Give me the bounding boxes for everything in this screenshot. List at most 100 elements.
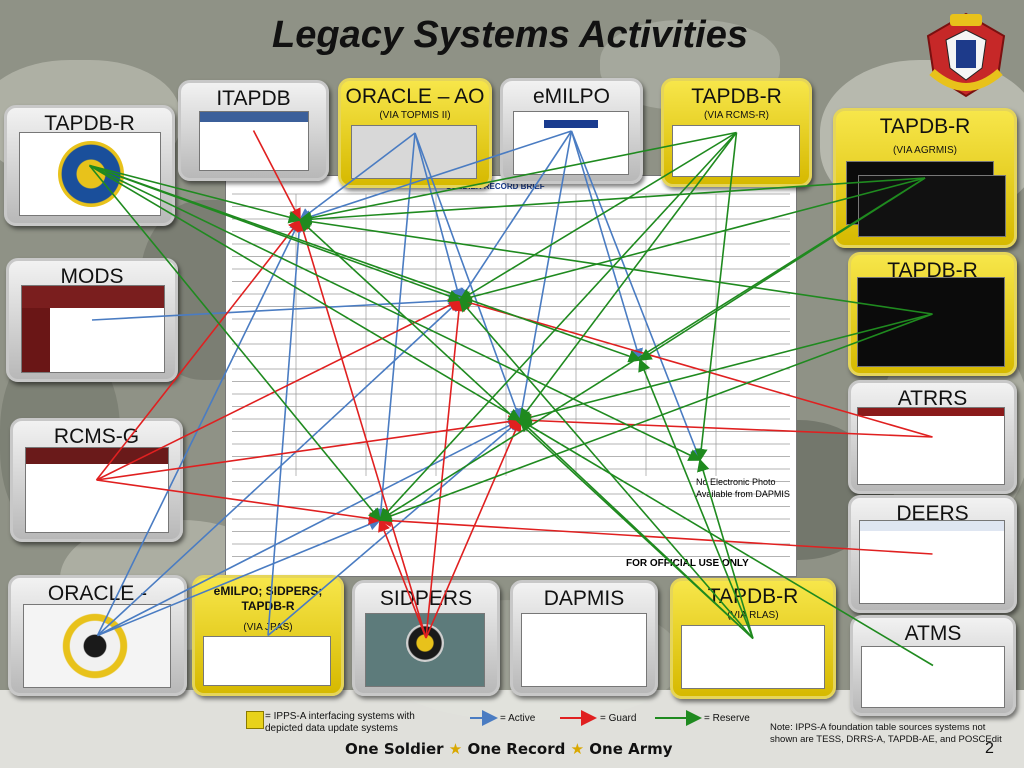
system-box-rcms-g[interactable]: RCMS-G	[10, 418, 183, 542]
system-box-tapdb-r-agrmis[interactable]: TAPDB-R (VIA AGRMIS)	[833, 108, 1017, 248]
system-screenshot	[521, 613, 647, 687]
reserve-connection-arrow	[378, 131, 738, 522]
system-screenshot	[857, 407, 1005, 485]
system-screenshot	[21, 285, 165, 373]
reserve-connection-arrow	[89, 164, 642, 363]
system-label: ATRRS	[897, 387, 968, 410]
active-connection-arrow	[570, 130, 702, 462]
system-screenshot	[203, 636, 331, 686]
system-label: ATMS	[904, 622, 962, 645]
active-connection-arrow	[267, 218, 306, 636]
reserve-connection-arrow	[88, 164, 382, 522]
reserve-connection-arrow	[458, 177, 926, 304]
system-box-tapdb-r-rcms[interactable]: TAPDB-R (VIA RCMS-R)	[661, 78, 812, 187]
guard-connection-arrow	[96, 479, 382, 525]
reserve-connection-arrow	[298, 215, 933, 315]
slide-title: Legacy Systems Activities	[272, 14, 748, 56]
tagline-one-record: One Record	[467, 740, 566, 758]
reserve-connection-arrow	[638, 358, 754, 639]
photo-note: No Electronic Photo Available from DAPMI…	[696, 477, 790, 499]
guard-connection-arrow	[96, 415, 522, 481]
reserve-connection-arrow	[89, 164, 302, 224]
reserve-connection-arrow	[458, 298, 754, 640]
system-screenshot	[365, 613, 485, 687]
system-sublabel: (VIA RCMS-R)	[704, 110, 769, 121]
army-crest-icon	[926, 12, 1006, 98]
active-connection-arrow	[97, 419, 522, 637]
system-label: TAPDB-R	[44, 112, 135, 135]
page-number: 2	[985, 740, 994, 757]
reserve-connection-arrow	[697, 458, 754, 639]
legend-guard-label: = Guard	[600, 713, 637, 724]
system-box-sidpers[interactable]: SIDPERS	[352, 580, 500, 696]
system-sublabel: (VIA AGRMIS)	[893, 145, 957, 156]
system-screenshot	[199, 111, 309, 171]
reserve-connection-arrow	[694, 132, 738, 462]
system-sublabel: (VIA RLAS)	[727, 610, 779, 621]
reserve-connection-arrow	[378, 313, 933, 523]
active-connection-arrow	[459, 130, 573, 302]
legend-interfacing-label: = IPPS-A interfacing systems with depict…	[265, 711, 415, 734]
star-icon: ★	[448, 740, 463, 758]
guard-connection-arrow	[252, 130, 301, 222]
star-icon: ★	[570, 740, 585, 758]
guard-connection-arrow	[425, 418, 522, 639]
system-label: ITAPDB	[216, 87, 291, 110]
reserve-connection-arrow	[298, 177, 926, 226]
system-label: MODS	[60, 265, 124, 288]
system-label: TAPDB-R	[879, 115, 971, 138]
system-label: RCMS-G	[53, 425, 140, 448]
reserve-connection-arrow	[518, 418, 754, 640]
system-box-oracle[interactable]: ORACLE -	[8, 575, 187, 696]
system-screenshot	[859, 520, 1005, 604]
dept-of-army-seal-icon	[60, 611, 130, 681]
legend-active-label: = Active	[500, 713, 536, 724]
legend-reserve-label: = Reserve	[704, 713, 750, 724]
guard-connection-arrow	[96, 299, 462, 481]
active-connection-arrow	[515, 130, 573, 422]
system-label: TAPDB-R	[887, 259, 978, 282]
guard-connection-arrow	[378, 514, 933, 555]
active-connection-arrow	[298, 130, 572, 223]
reserve-connection-arrow	[518, 419, 934, 667]
reserve-connection-arrow	[519, 132, 738, 422]
record-brief-grid	[232, 193, 790, 557]
guard-connection-arrow	[297, 218, 427, 639]
record-brief-header: SOLDIER RECORD BRIEF	[446, 182, 545, 191]
system-label: TAPDB-R	[691, 85, 782, 108]
active-connection-arrow	[374, 132, 416, 522]
reserve-connection-arrow	[89, 164, 702, 461]
system-box-dapmis[interactable]: DAPMIS	[510, 580, 658, 696]
active-connection-arrow	[414, 132, 523, 422]
system-label: DAPMIS	[543, 587, 625, 610]
reserve-connection-arrow	[638, 177, 926, 361]
system-label: ORACLE – AO	[345, 85, 485, 108]
system-screenshot	[23, 604, 171, 688]
system-screenshot	[681, 625, 825, 689]
system-label: DEERS	[896, 502, 969, 525]
system-label: eMILPO	[532, 85, 611, 108]
system-screenshot	[857, 277, 1005, 367]
system-box-tapdb-r-rlas[interactable]: TAPDB-R (VIA RLAS)	[670, 578, 836, 699]
system-sublabel: (VIA TOPMIS II)	[379, 110, 451, 121]
active-connection-arrow	[298, 132, 416, 221]
system-screenshot	[25, 447, 169, 533]
system-label: ORACLE -	[47, 582, 148, 605]
system-screenshot	[861, 646, 1005, 708]
active-connection-arrow	[97, 518, 382, 637]
system-label: TAPDB-R	[707, 585, 799, 608]
system-label: eMILPO; SIDPERS; TAPDB-R	[213, 584, 323, 613]
tagline: One Soldier ★ One Record ★ One Army	[345, 740, 673, 758]
guard-connection-arrow	[95, 218, 301, 481]
reserve-connection-arrow	[518, 313, 933, 424]
guard-connection-arrow	[425, 298, 466, 639]
tagline-one-soldier: One Soldier	[345, 740, 444, 758]
footnote: Note: IPPS-A foundation table sources sy…	[770, 722, 1002, 745]
system-label: SIDPERS	[379, 587, 473, 610]
reserve-connection-arrow	[458, 131, 737, 301]
guard-connection-arrow	[518, 414, 933, 438]
reserve-connection-arrow	[89, 164, 522, 421]
sidpers-seal-icon	[406, 624, 444, 662]
system-box-mods[interactable]: MODS	[6, 258, 178, 382]
